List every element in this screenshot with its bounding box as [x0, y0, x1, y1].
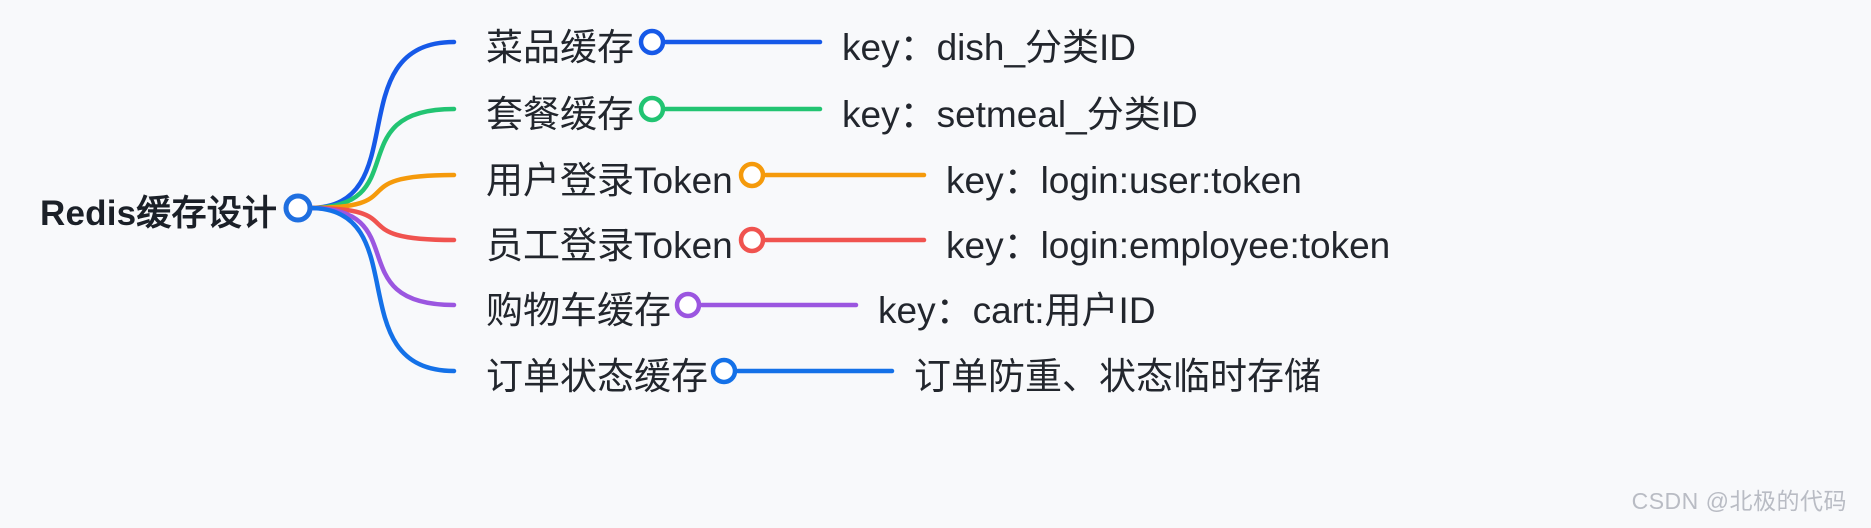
branch-curve-4 — [307, 205, 457, 243]
branch-curve-3 — [307, 172, 457, 211]
branch-curve-1 — [307, 39, 457, 211]
branch-label-3[interactable]: 用户登录Token — [486, 160, 733, 201]
branch-node-dot-2[interactable] — [638, 95, 666, 123]
leaf-label-6[interactable]: 订单防重、状态临时存储 — [914, 356, 1321, 397]
leaf-label-1[interactable]: key：dish_分类ID — [842, 27, 1137, 68]
branch-node-dot-3[interactable] — [738, 161, 766, 189]
branch-node-dot-6[interactable] — [710, 357, 738, 385]
root-node-dot[interactable] — [283, 193, 313, 223]
branch-label-5[interactable]: 购物车缓存 — [486, 290, 671, 331]
branch-label-6[interactable]: 订单状态缓存 — [486, 356, 708, 397]
branch-curve-2 — [307, 106, 457, 211]
branch-node-dot-5[interactable] — [674, 291, 702, 319]
leaf-label-4[interactable]: key：login:employee:token — [946, 225, 1391, 266]
leaf-label-3[interactable]: key：login:user:token — [946, 160, 1302, 201]
leaf-label-5[interactable]: key：cart:用户ID — [878, 290, 1156, 331]
branch-label-4[interactable]: 员工登录Token — [486, 225, 733, 266]
branch-curve-5 — [307, 205, 457, 308]
branch-curve-6 — [307, 205, 457, 374]
branch-node-dot-1[interactable] — [638, 28, 666, 56]
csdn-watermark: CSDN @北极的代码 — [1631, 488, 1847, 514]
leaf-label-2[interactable]: key：setmeal_分类ID — [842, 94, 1198, 135]
branch-label-2[interactable]: 套餐缓存 — [486, 94, 634, 135]
branch-label-1[interactable]: 菜品缓存 — [486, 27, 634, 68]
root-node-label: Redis缓存设计 — [40, 194, 278, 233]
branch-node-dot-4[interactable] — [738, 226, 766, 254]
